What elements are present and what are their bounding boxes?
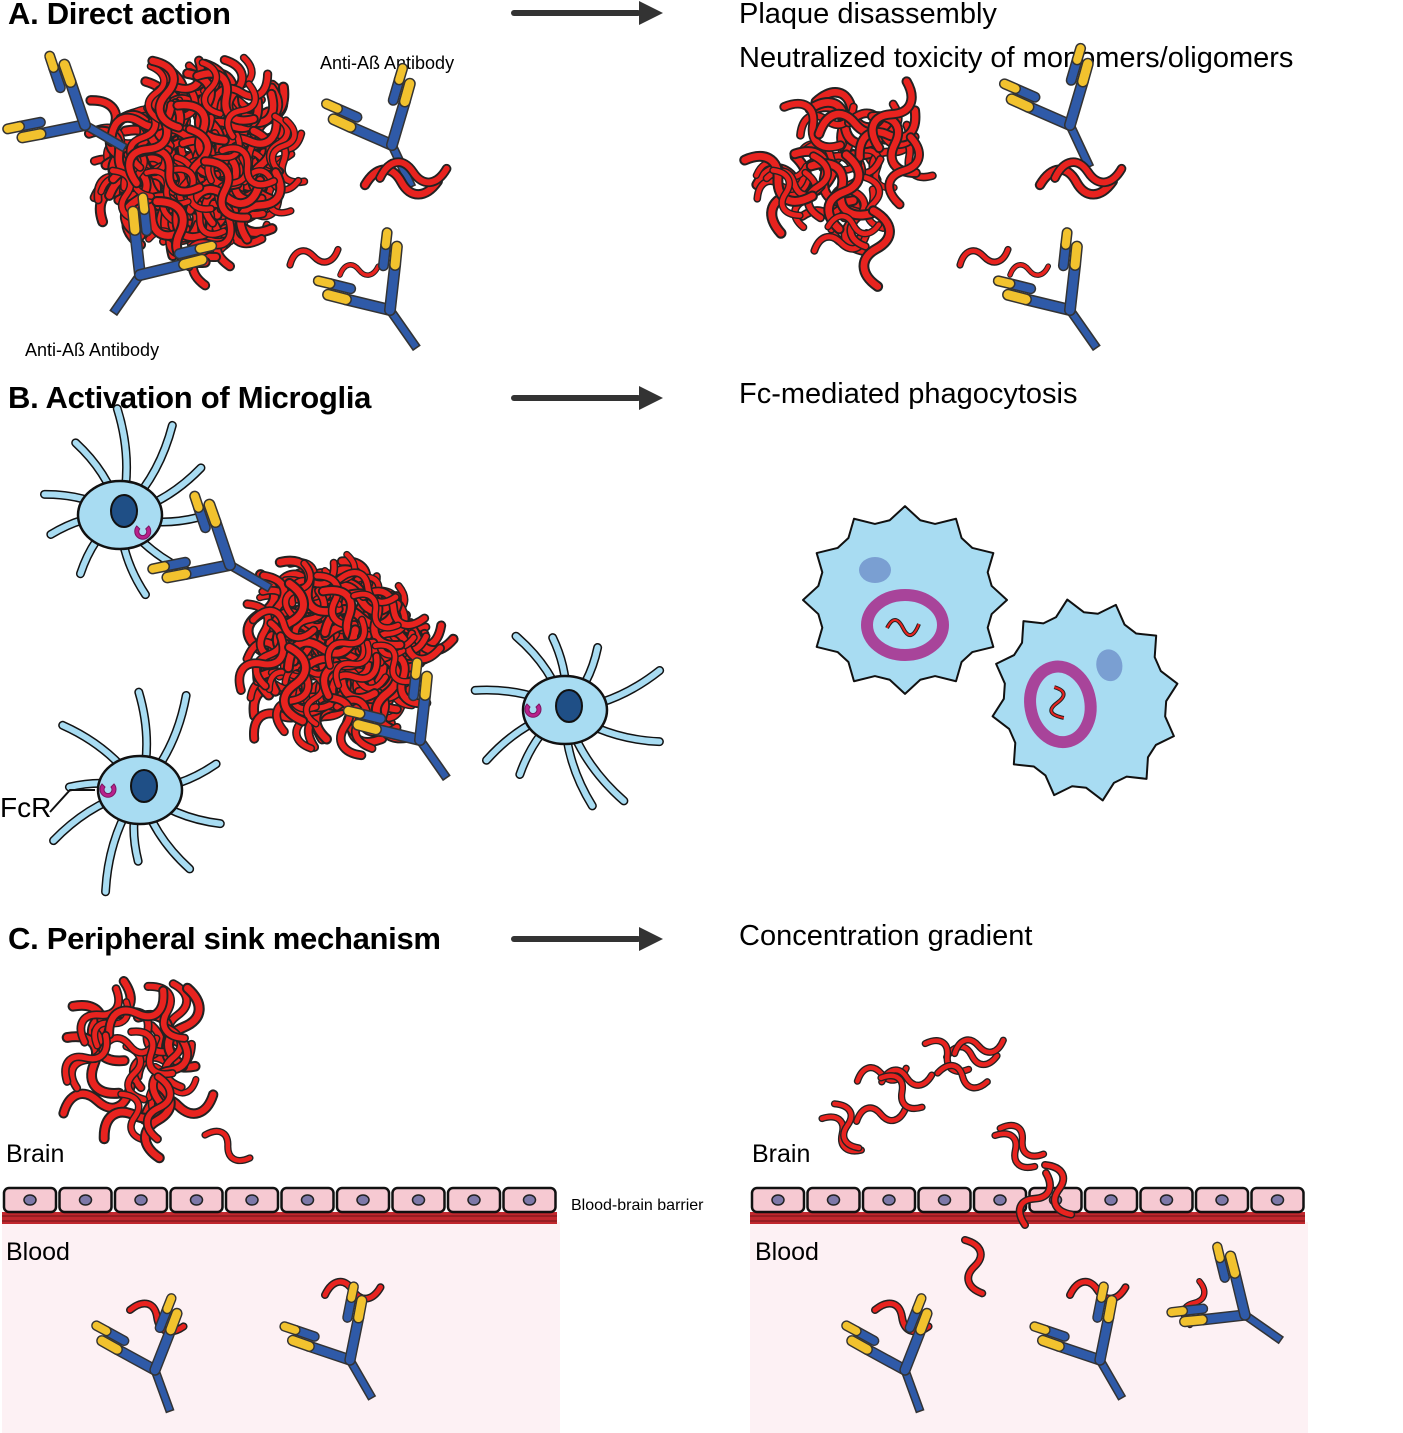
endothelial-cell — [224, 1186, 280, 1214]
microglia-nucleus — [130, 769, 158, 803]
fc-receptor-icon — [99, 783, 117, 798]
antibody — [285, 1287, 407, 1418]
monomer — [996, 1120, 1049, 1161]
antibody — [1035, 1287, 1157, 1418]
microglia-cell — [49, 687, 225, 897]
ingested-amyloid — [1050, 686, 1065, 719]
fcr-pointer-line — [49, 789, 95, 813]
monomer — [876, 1070, 929, 1114]
section-a-arrow — [511, 1, 663, 25]
fcr-label: FcR — [0, 792, 52, 823]
section-a-result-1: Plaque disassembly — [739, 0, 997, 30]
endothelial-cell — [446, 1186, 502, 1214]
endothelial-cell — [502, 1186, 557, 1214]
blood-brain-barrier-right — [750, 1186, 1305, 1224]
endothelial-cell — [391, 1186, 446, 1214]
endothelial-cell — [861, 1186, 917, 1214]
ingested-amyloid — [886, 619, 920, 636]
endothelial-cell — [1139, 1186, 1194, 1214]
endothelial-cell — [917, 1186, 972, 1214]
amyloid-plaque-loose — [737, 76, 940, 288]
basement-membrane — [2, 1212, 557, 1224]
section-b-result: Fc-mediated phagocytosis — [739, 378, 1078, 410]
endothelial-cell — [169, 1186, 224, 1214]
section-b-arrow — [511, 386, 663, 410]
brain-label-right: Brain — [752, 1140, 811, 1168]
microglia-cell — [39, 404, 206, 600]
section-a-result-2: Neutralized toxicity of monomers/oligome… — [739, 42, 1294, 74]
section-a-heading: A. Direct action — [8, 0, 231, 31]
monomer — [989, 1128, 1041, 1173]
monomer — [338, 258, 380, 283]
endothelial-cell — [113, 1186, 169, 1214]
monomer — [201, 1126, 255, 1165]
antibody-label-bottom: Anti-Aß Antibody — [25, 340, 160, 360]
section-c-result: Concentration gradient — [739, 920, 1033, 952]
endothelial-cell — [1194, 1186, 1250, 1214]
phagocyte-cell — [802, 505, 1008, 695]
section-b-heading: B. Activation of Microglia — [8, 380, 372, 415]
monomer — [1008, 258, 1050, 283]
antibody — [96, 1298, 207, 1424]
phagosome — [1024, 660, 1097, 749]
phagosome — [861, 589, 949, 661]
microglia-cell — [470, 631, 665, 811]
microglia-nucleus — [555, 689, 583, 723]
endothelial-cell — [750, 1186, 806, 1214]
antibody-label-top: Anti-Aß Antibody — [320, 53, 455, 73]
blood-brain-barrier-left — [2, 1186, 557, 1224]
endothelial-cell — [280, 1186, 335, 1214]
antibody — [1172, 1247, 1304, 1373]
blood-label-left: Blood — [6, 1238, 70, 1266]
fc-receptor-icon — [524, 703, 542, 718]
endothelial-cell — [335, 1186, 391, 1214]
endothelial-cell — [1250, 1186, 1305, 1214]
phagocyte-nucleus — [1096, 649, 1123, 682]
section-c-arrow — [511, 927, 663, 951]
microglia-nucleus — [110, 494, 138, 528]
monomer — [287, 239, 341, 274]
endothelial-cell — [2, 1186, 58, 1214]
section-c-heading: C. Peripheral sink mechanism — [8, 921, 441, 956]
monomer-crossing — [955, 1236, 994, 1296]
fc-receptor-icon — [134, 525, 152, 540]
endothelial-cell — [806, 1186, 861, 1214]
phagocyte-nucleus — [859, 557, 891, 583]
phagocyte-cell — [991, 598, 1179, 802]
endothelial-cell — [1083, 1186, 1139, 1214]
monomer — [957, 239, 1011, 274]
brain-label-left: Brain — [6, 1140, 65, 1168]
amyloid-aggregate — [57, 977, 218, 1160]
bbb-label: Blood-brain barrier — [571, 1197, 704, 1214]
endothelial-cell — [58, 1186, 113, 1214]
blood-label-right: Blood — [755, 1238, 819, 1266]
antibody — [998, 233, 1130, 372]
